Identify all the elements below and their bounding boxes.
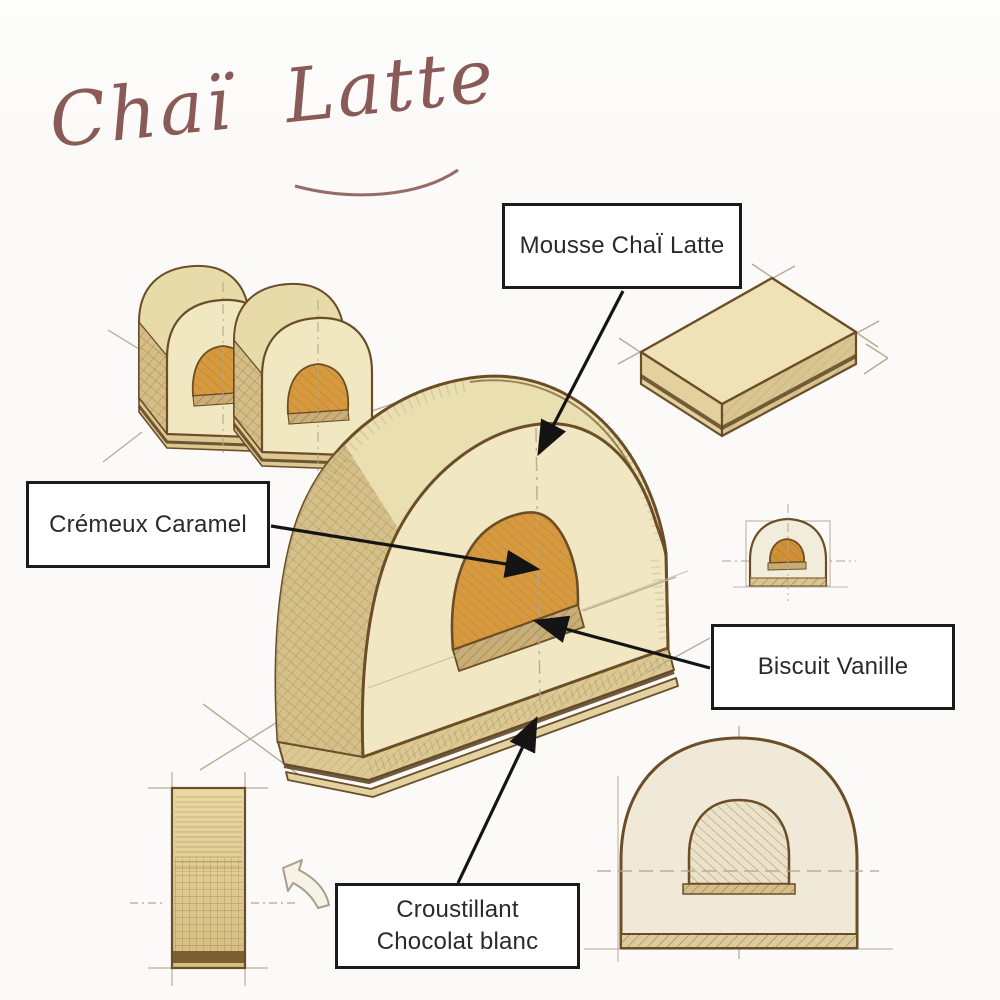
large-front-view-sketch bbox=[584, 726, 893, 964]
arrow-croustillant bbox=[456, 715, 538, 884]
side-strip-sketch bbox=[130, 772, 296, 986]
label-cremeux-text: Crémeux Caramel bbox=[49, 510, 247, 538]
label-croustillant-chocolat-blanc: Croustillant Chocolat blanc bbox=[335, 883, 580, 969]
curved-arrow-icon bbox=[282, 859, 330, 909]
label-biscuit-vanille: Biscuit Vanille bbox=[711, 624, 955, 710]
arrow-biscuit bbox=[532, 615, 711, 670]
label-cremeux-caramel: Crémeux Caramel bbox=[26, 481, 270, 568]
annotation-arrows bbox=[270, 290, 711, 884]
label-biscuit-text: Biscuit Vanille bbox=[757, 653, 909, 681]
main-pastry-sketch bbox=[199, 374, 711, 798]
title-flourish bbox=[294, 168, 459, 197]
label-croustillant-line1: Croustillant bbox=[396, 896, 519, 924]
arrow-mousse bbox=[537, 290, 625, 457]
label-croustillant-line2: Chocolat blanc bbox=[376, 928, 539, 955]
small-front-view-sketch bbox=[722, 504, 856, 601]
arrow-cremeux bbox=[270, 524, 541, 578]
label-mousse-chai-latte: Mousse ChaÏ Latte bbox=[502, 203, 742, 289]
slab-sketch bbox=[617, 263, 889, 438]
label-mousse-text: Mousse ChaÏ Latte bbox=[519, 232, 725, 260]
